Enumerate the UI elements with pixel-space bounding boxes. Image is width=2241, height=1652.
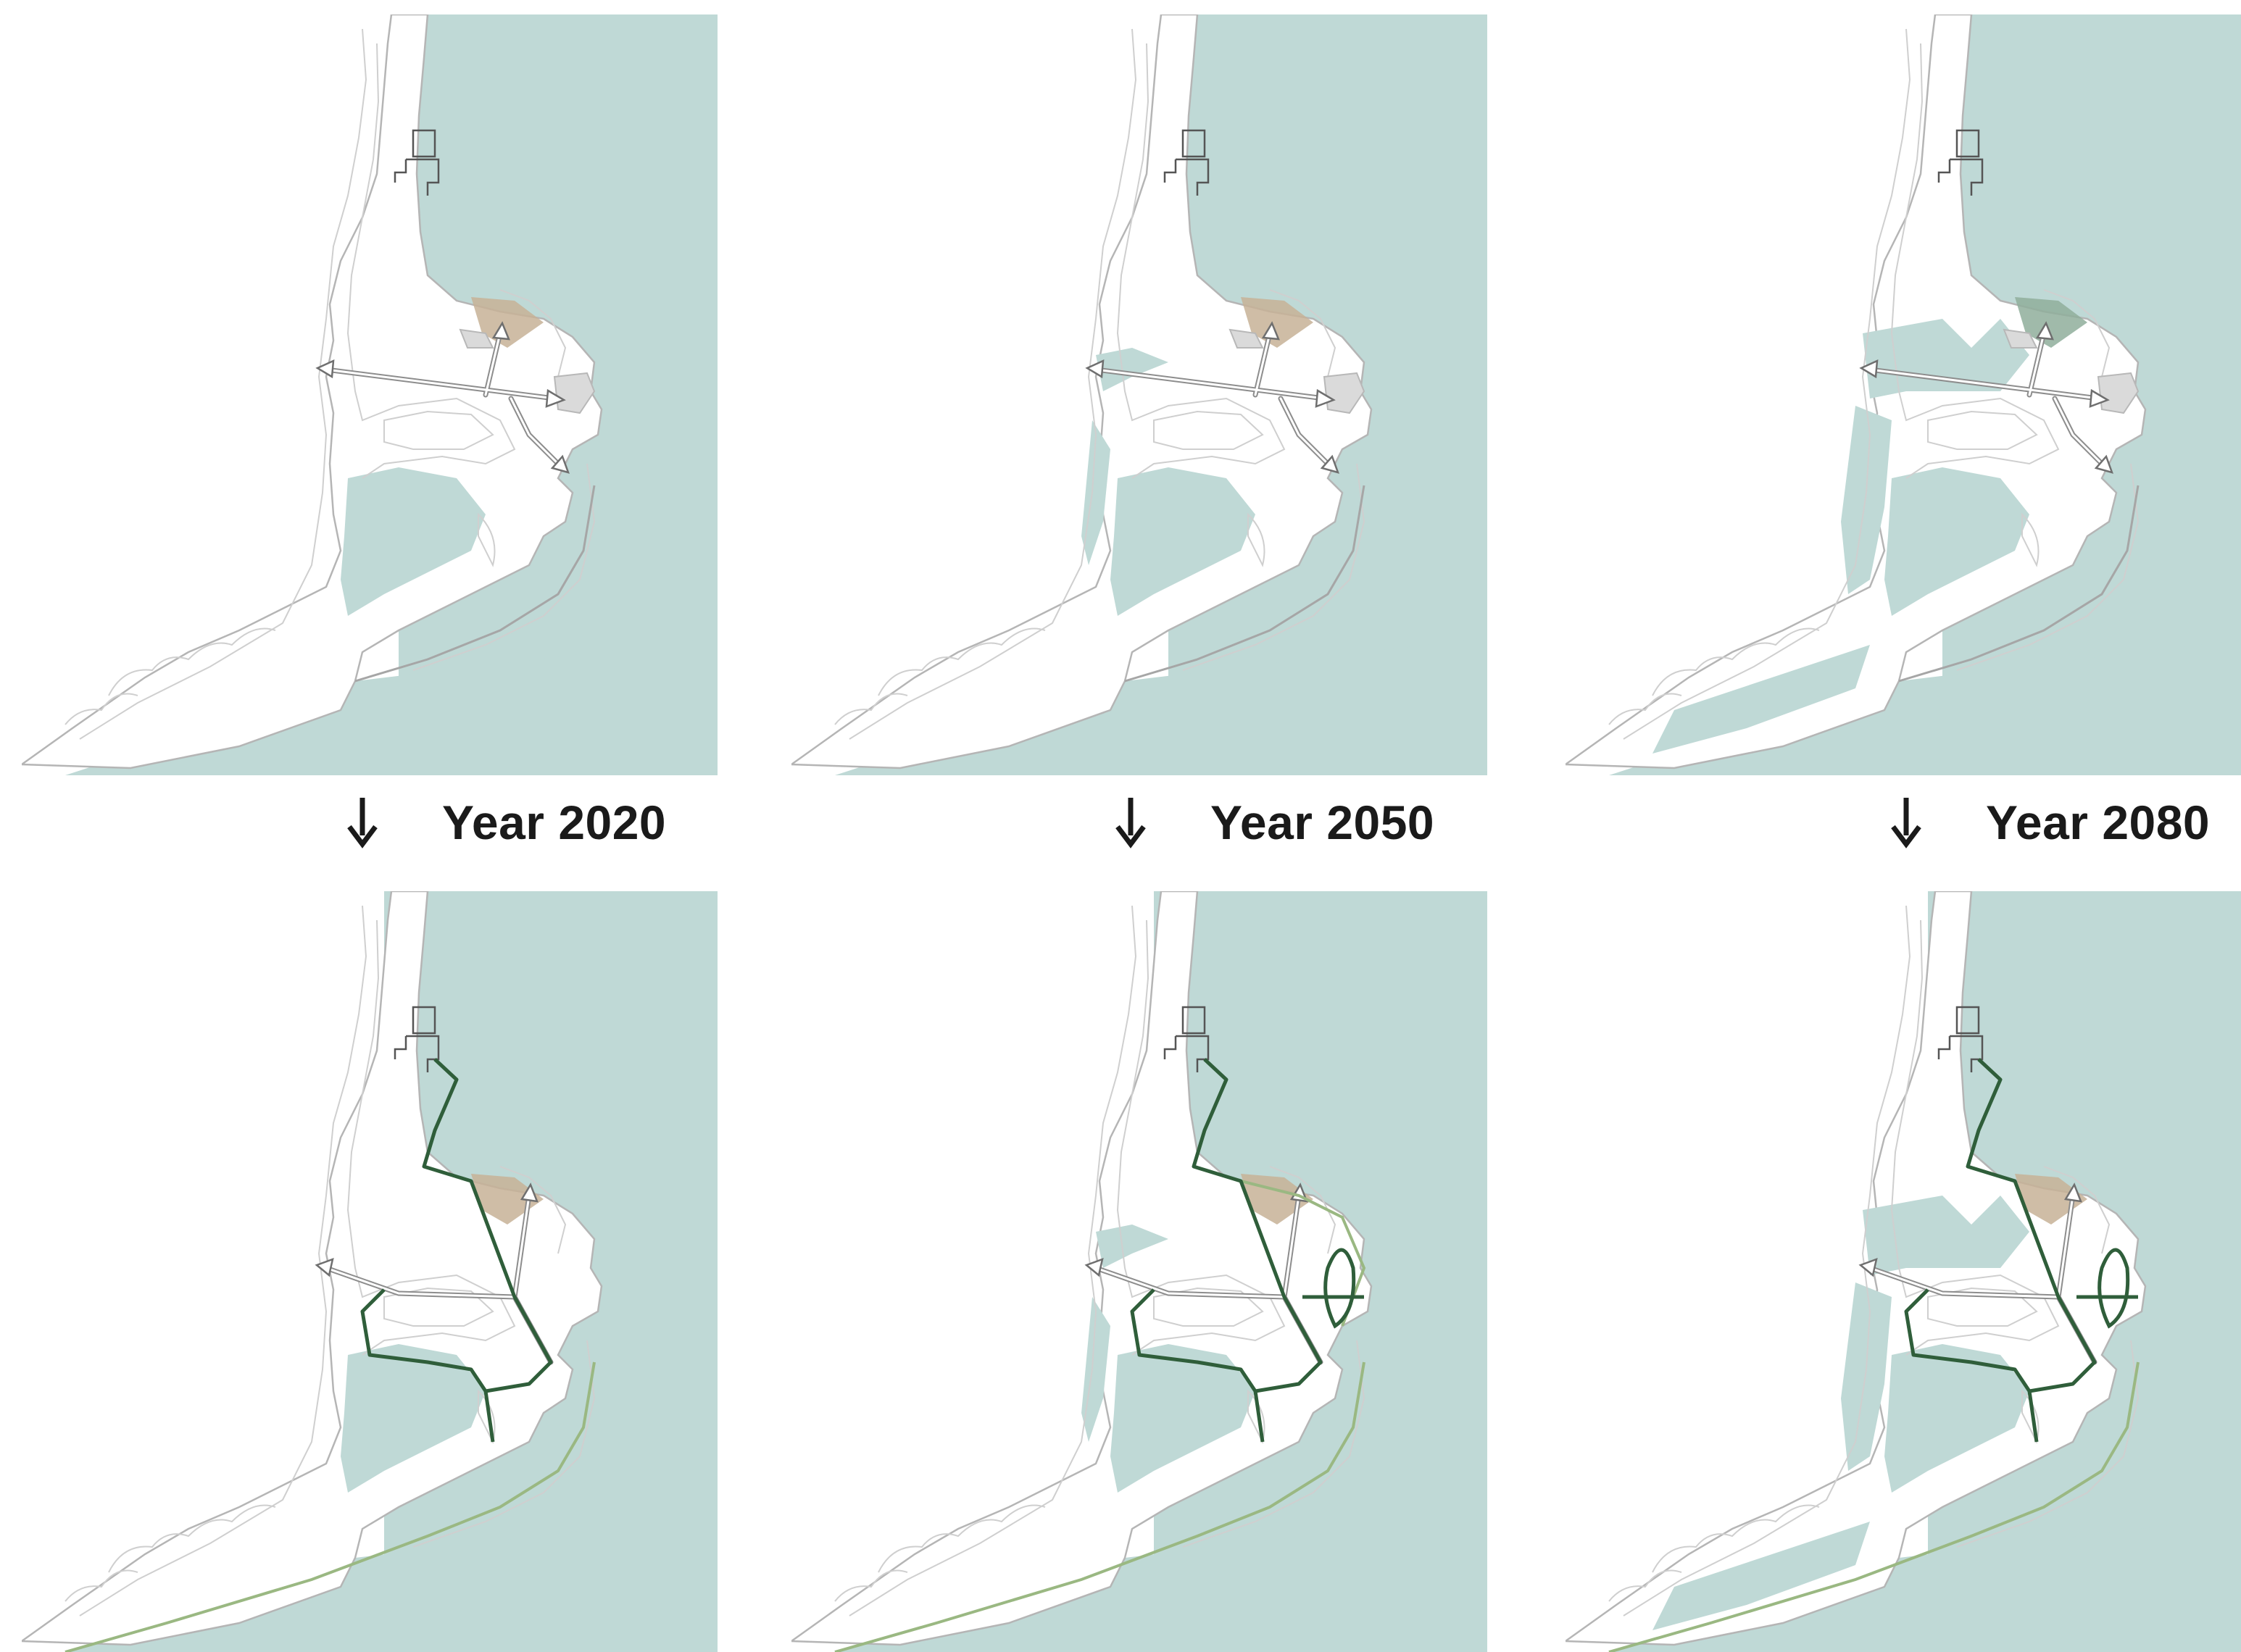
- arrow-down-icon: [1891, 798, 1921, 848]
- year-label-2080: Year 2080: [1884, 793, 2210, 851]
- map-2050-current: [791, 14, 1516, 775]
- year-text-2050: Year 2050: [1210, 796, 1435, 849]
- map-2020-proposed: [22, 891, 747, 1652]
- map-2020-current: [22, 14, 747, 775]
- year-text-2080: Year 2080: [1986, 796, 2211, 849]
- map-2050-proposed: [791, 891, 1516, 1652]
- map-2080-current: [1566, 14, 2241, 775]
- year-label-2020: Year 2020: [341, 793, 666, 851]
- arrow-down-icon: [347, 798, 378, 848]
- map-2080-proposed: [1566, 891, 2241, 1652]
- year-text-2020: Year 2020: [442, 796, 667, 849]
- arrow-down-icon: [1115, 798, 1146, 848]
- year-label-2050: Year 2050: [1109, 793, 1434, 851]
